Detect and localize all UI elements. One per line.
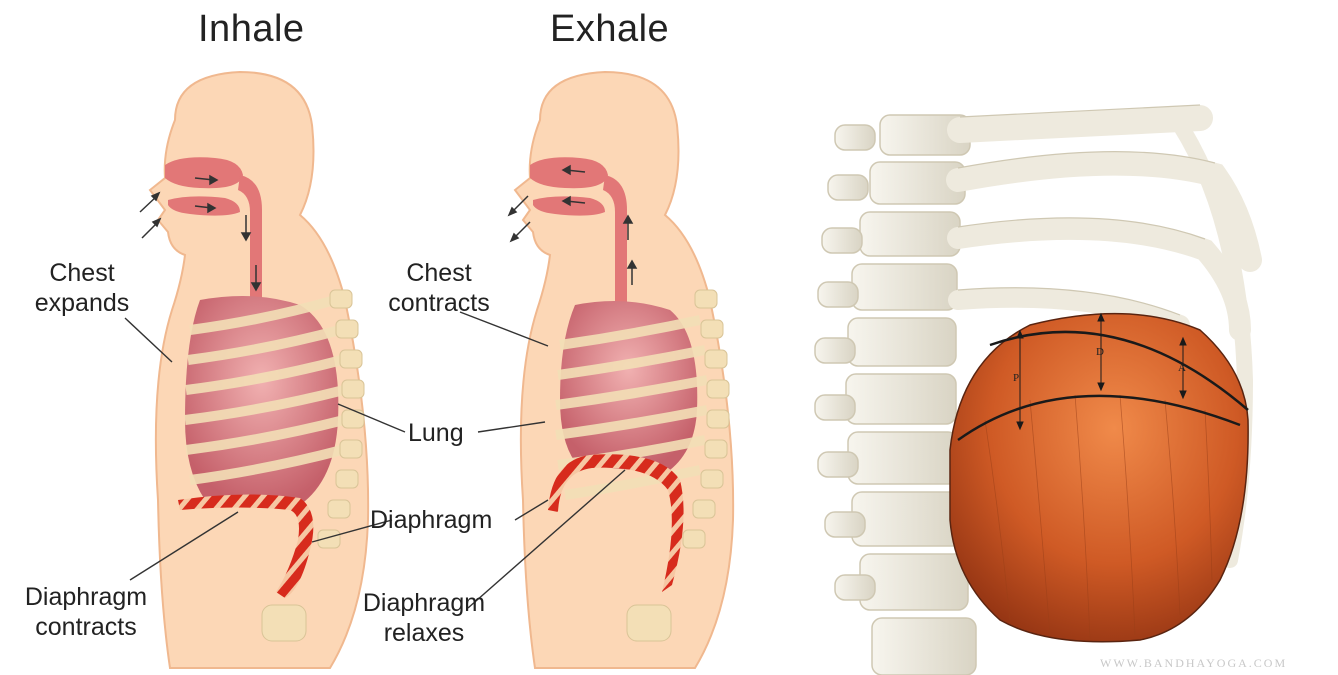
diaphragm-muscle [950, 314, 1248, 642]
exhale-figure [509, 72, 733, 668]
diaphragm-label: Diaphragm [370, 505, 492, 535]
inhale-nasal-cavity [165, 157, 243, 188]
letter-a: A [1178, 362, 1186, 374]
watermark-text: WWW.BANDHAYOGA.COM [1100, 656, 1287, 671]
diaphragm-relaxes-line2: relaxes [344, 618, 504, 648]
inhale-figure [140, 72, 368, 668]
letter-p: P [1013, 372, 1019, 384]
chest-expands-label: Chest expands [22, 258, 142, 318]
chest-contracts-line1: Chest [370, 258, 508, 288]
diaphragm-contracts-line1: Diaphragm [6, 582, 166, 612]
diaphragm-relaxes-label: Diaphragm relaxes [344, 588, 504, 648]
spine [815, 115, 976, 675]
chest-contracts-label: Chest contracts [370, 258, 508, 318]
diaphragm-contracts-line2: contracts [6, 612, 166, 642]
chest-expands-line2: expands [22, 288, 142, 318]
letter-d: D [1096, 346, 1104, 358]
diaphragm-relaxes-line1: Diaphragm [344, 588, 504, 618]
diaphragm-contracts-label: Diaphragm contracts [6, 582, 166, 642]
diaphragm-anatomy [815, 105, 1250, 675]
chest-contracts-line2: contracts [370, 288, 508, 318]
chest-expands-line1: Chest [22, 258, 142, 288]
inhale-title: Inhale [198, 8, 305, 51]
lung-label: Lung [408, 418, 464, 448]
exhale-title: Exhale [550, 8, 669, 51]
